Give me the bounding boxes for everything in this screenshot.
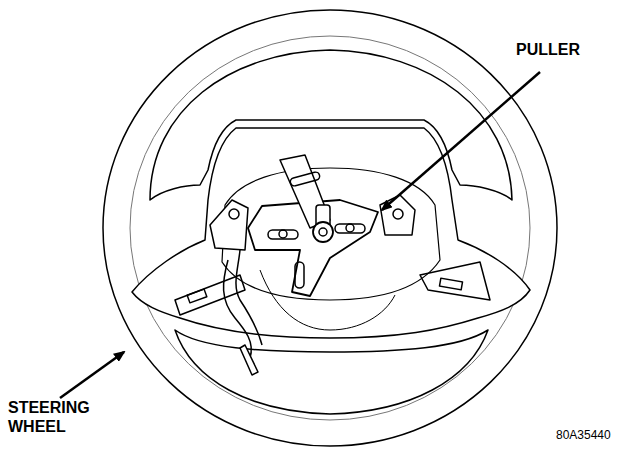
part-label: STEERING WHEEL [8,398,108,436]
bolt [393,209,403,219]
connector-plug [240,345,258,375]
bolt [229,209,239,219]
leader-arrow [60,352,124,398]
rim-highlight [130,36,530,420]
puller-slot [295,262,304,288]
rim-outer [103,10,557,446]
center-nut [313,222,333,242]
leader-arrow [382,72,540,210]
part-label: PULLER [516,40,626,59]
left-button [187,289,207,303]
center-shaft [319,228,327,236]
wire [224,260,252,358]
figure-number: 80A35440 [556,428,636,442]
puller-bolt [279,230,287,238]
left-switch [175,275,245,315]
puller-arm [280,155,330,228]
right-switch [420,262,490,300]
puller-slot [289,171,320,186]
upper-opening [150,50,512,200]
wire [236,250,262,345]
hub-edge [260,270,395,330]
left-bracket [210,200,248,250]
puller-bolt [346,224,354,232]
puller-slot [268,230,298,239]
lower-opening [175,330,488,414]
right-bracket [380,195,415,235]
puller-slot [335,224,365,233]
right-button [439,278,462,290]
